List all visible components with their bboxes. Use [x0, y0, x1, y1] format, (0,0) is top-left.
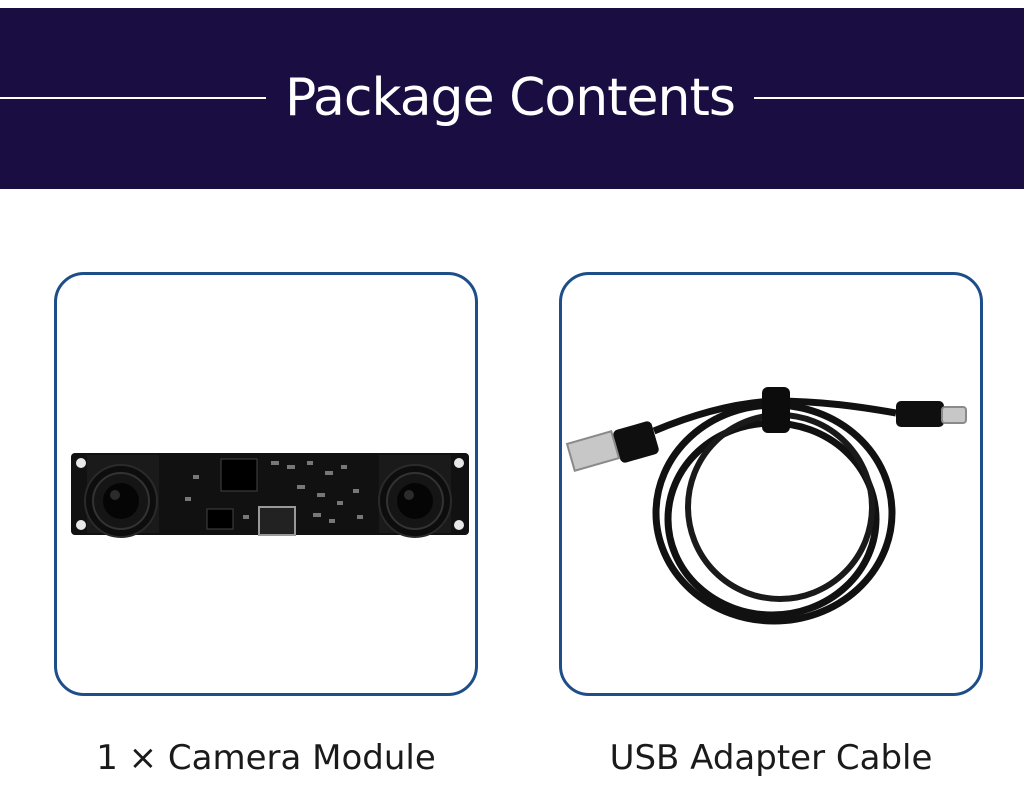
page-title: Package Contents: [285, 68, 736, 128]
top-border: [0, 0, 1024, 8]
camera-module-card: [54, 272, 478, 696]
camera-module-image: [71, 453, 469, 538]
header-divider-right: [754, 97, 1024, 99]
camera-module-caption: 1 × Camera Module: [96, 738, 436, 778]
usb-cable-image: [565, 387, 967, 625]
header-divider-left: [0, 97, 266, 99]
usb-cable-card: [559, 272, 983, 696]
header-banner: Package Contents: [0, 8, 1024, 189]
usb-cable-caption: USB Adapter Cable: [609, 738, 933, 778]
